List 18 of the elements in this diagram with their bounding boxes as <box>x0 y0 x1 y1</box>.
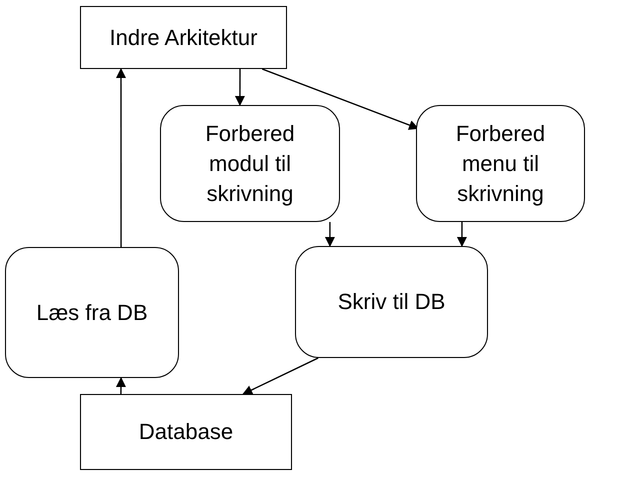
rounded-process-box <box>416 105 585 222</box>
arrow <box>456 222 467 247</box>
arrow <box>116 68 126 247</box>
rounded-process-box <box>160 105 340 222</box>
arrow <box>242 357 318 395</box>
rounded-process-box <box>5 247 179 378</box>
arrow <box>116 377 126 394</box>
node-label: Forbered modul til skrivning <box>204 120 296 208</box>
process-box <box>80 394 292 470</box>
node-label: Database <box>138 418 234 446</box>
node-label: Læs fra DB <box>36 298 148 326</box>
process-box <box>80 6 287 69</box>
node-label: Forbered menu til skrivning <box>454 120 546 208</box>
node-label: Skriv til DB <box>338 288 446 316</box>
node-label: Indre Arkitektur <box>110 24 258 52</box>
rounded-process-box <box>295 246 488 358</box>
arrow <box>324 222 335 247</box>
arrow <box>234 69 245 106</box>
